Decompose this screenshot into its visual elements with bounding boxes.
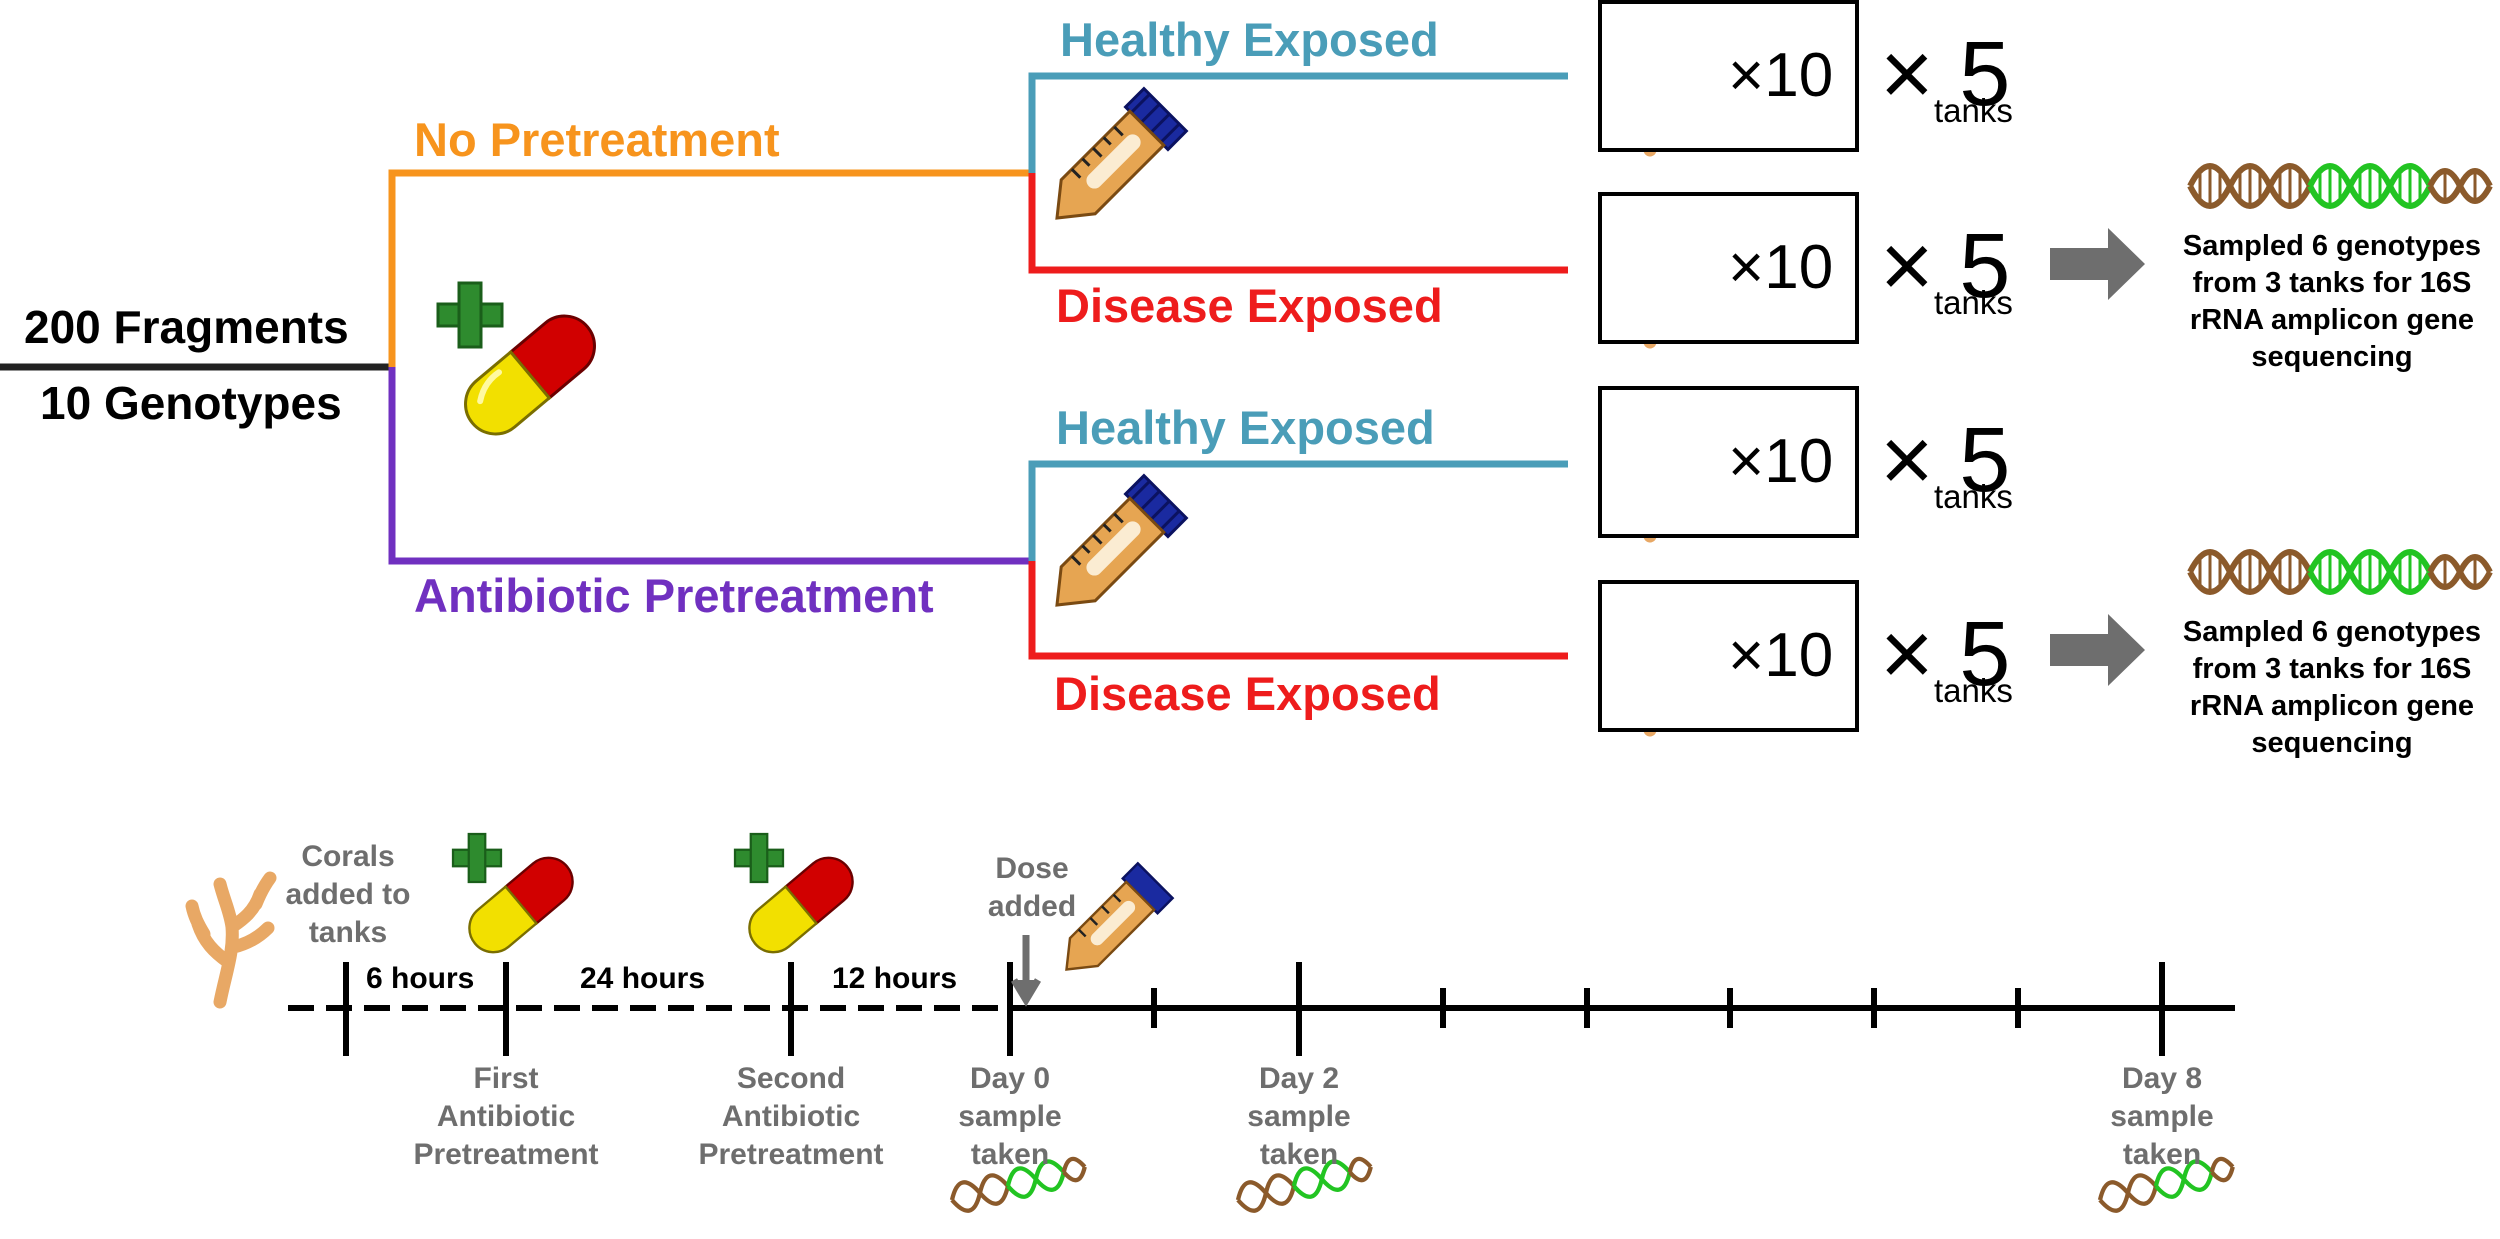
interval-label: 24 hours bbox=[574, 962, 712, 996]
right-arrow-icon bbox=[2050, 614, 2145, 686]
dose-arrow-icon bbox=[1010, 935, 1042, 1007]
antibiotic-capsule-icon bbox=[464, 314, 596, 436]
fragment-count: ×10 bbox=[1728, 41, 1834, 110]
disease-branch-2 bbox=[1028, 561, 1568, 660]
fragment-count: ×10 bbox=[1728, 233, 1834, 302]
tank-unit: tanks bbox=[1934, 92, 2013, 129]
antibiotic-pretreatment-branch bbox=[388, 367, 1032, 565]
tank-multiplier: × 5 bbox=[1880, 23, 2011, 125]
dose-added-label: Dose added bbox=[987, 852, 1077, 923]
right-arrow-icon bbox=[2050, 228, 2145, 300]
event-label: First Antibiotic Pretreatment bbox=[413, 1062, 599, 1171]
coral-count-box: ×10 bbox=[1598, 580, 1859, 732]
coral-count-box: ×10 bbox=[1598, 0, 1859, 152]
green-cross-icon bbox=[451, 832, 503, 884]
healthy-branch-2 bbox=[1028, 460, 1568, 561]
interval-label: 12 hours bbox=[826, 962, 964, 996]
test-tube-icon bbox=[1055, 86, 1189, 220]
fragments-label: 200 Fragments bbox=[24, 301, 349, 353]
fragment-count: ×10 bbox=[1728, 427, 1834, 496]
tank-unit: tanks bbox=[1934, 478, 2013, 515]
disease-branch-1 bbox=[1028, 173, 1568, 274]
dna-helix-icon bbox=[2187, 163, 2493, 209]
group-label-healthy: Healthy Exposed bbox=[1056, 401, 1435, 454]
event-label: Day 8 sample taken bbox=[2110, 1062, 2214, 1171]
fragment-count: ×10 bbox=[1728, 621, 1834, 690]
group-label-healthy: Healthy Exposed bbox=[1060, 13, 1439, 66]
test-tube-icon bbox=[1055, 473, 1189, 607]
coral-count-box: ×10 bbox=[1598, 192, 1859, 344]
coral-count-box: ×10 bbox=[1598, 386, 1859, 538]
dna-helix-icon bbox=[2187, 549, 2493, 595]
antibiotic-capsule-icon bbox=[748, 856, 854, 954]
interval-label: 6 hours bbox=[360, 962, 481, 996]
timeline-major-ticks bbox=[343, 962, 2165, 1056]
tank-multiplier: × 5 bbox=[1880, 409, 2011, 511]
genotypes-label: 10 Genotypes bbox=[40, 377, 342, 429]
coral-icon bbox=[192, 878, 270, 1002]
sampled-note: Sampled 6 genotypes from 3 tanks for 16S… bbox=[2182, 230, 2482, 373]
event-label: Day 2 sample taken bbox=[1247, 1062, 1351, 1171]
tank-multiplier: × 5 bbox=[1880, 603, 2011, 705]
timeline-minor-ticks bbox=[1151, 988, 2021, 1028]
tank-unit: tanks bbox=[1934, 284, 2013, 321]
group-label-disease: Disease Exposed bbox=[1054, 667, 1441, 720]
healthy-branch-1 bbox=[1028, 72, 1568, 173]
tank-multiplier: × 5 bbox=[1880, 215, 2011, 317]
corals-added-label: Corals added to tanks bbox=[285, 840, 411, 949]
tank-unit: tanks bbox=[1934, 672, 2013, 709]
antibiotic-capsule-icon bbox=[468, 856, 574, 954]
pretreatment-label-no: No Pretreatment bbox=[414, 113, 780, 166]
dna-helix-icon bbox=[949, 1156, 1087, 1213]
event-label: Second Antibiotic Pretreatment bbox=[698, 1062, 884, 1171]
dna-helix-icon bbox=[2097, 1156, 2235, 1213]
green-cross-icon bbox=[436, 281, 504, 349]
no-pretreatment-branch bbox=[388, 169, 1032, 367]
green-cross-icon bbox=[733, 832, 785, 884]
group-label-disease: Disease Exposed bbox=[1056, 279, 1443, 332]
sampled-note: Sampled 6 genotypes from 3 tanks for 16S… bbox=[2182, 616, 2482, 759]
pretreatment-label-antibiotic: Antibiotic Pretreatment bbox=[414, 569, 934, 622]
dna-helix-icon bbox=[1235, 1156, 1373, 1213]
event-label: Day 0 sample taken bbox=[958, 1062, 1062, 1171]
test-tube-icon bbox=[1065, 861, 1175, 971]
